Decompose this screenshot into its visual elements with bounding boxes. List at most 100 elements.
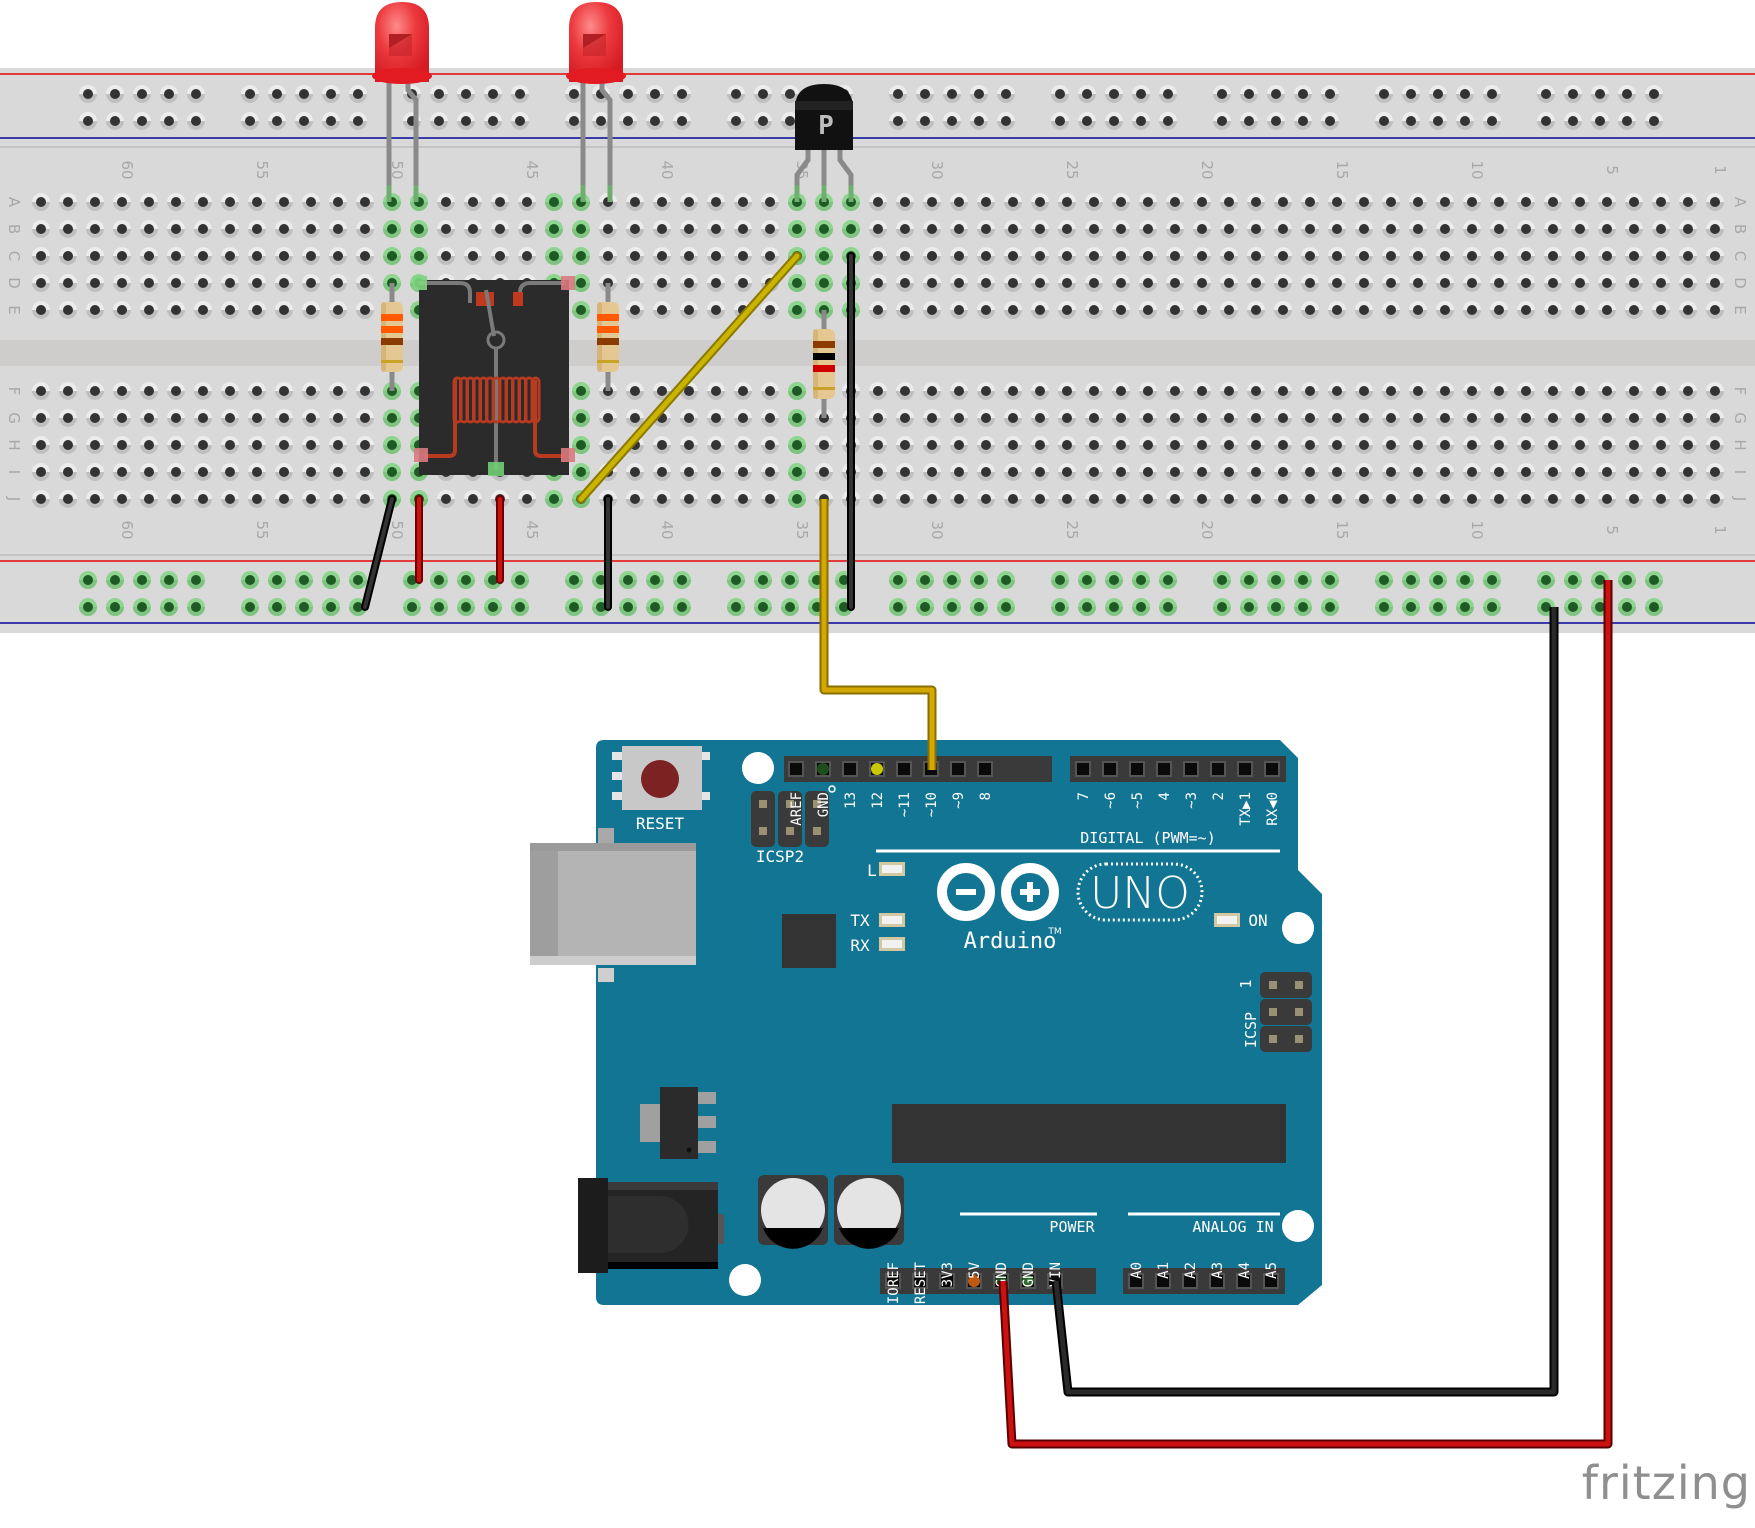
breadboard-hole[interactable] <box>565 571 583 589</box>
breadboard-hole[interactable] <box>140 490 158 508</box>
breadboard-hole[interactable] <box>761 220 779 238</box>
breadboard-hole[interactable] <box>916 85 934 103</box>
breadboard-hole[interactable] <box>889 598 907 616</box>
breadboard-hole[interactable] <box>302 409 320 427</box>
breadboard-hole[interactable] <box>32 409 50 427</box>
breadboard-hole[interactable] <box>106 598 124 616</box>
breadboard-hole[interactable] <box>977 409 995 427</box>
breadboard-hole[interactable] <box>59 382 77 400</box>
breadboard-hole[interactable] <box>997 571 1015 589</box>
breadboard-hole[interactable] <box>1679 463 1697 481</box>
breadboard-hole[interactable] <box>869 220 887 238</box>
breadboard-hole[interactable] <box>1085 220 1103 238</box>
breadboard-hole[interactable] <box>167 409 185 427</box>
breadboard-hole[interactable] <box>572 247 590 265</box>
breadboard-hole[interactable] <box>1004 301 1022 319</box>
breadboard-hole[interactable] <box>133 598 151 616</box>
breadboard-hole[interactable] <box>1652 220 1670 238</box>
breadboard-hole[interactable] <box>1679 409 1697 427</box>
breadboard-hole[interactable] <box>761 301 779 319</box>
breadboard-hole[interactable] <box>1544 490 1562 508</box>
breadboard-hole[interactable] <box>1058 382 1076 400</box>
breadboard-hole[interactable] <box>241 598 259 616</box>
breadboard-hole[interactable] <box>1240 112 1258 130</box>
breadboard-hole[interactable] <box>646 598 664 616</box>
header-pin-GND[interactable]: GND <box>815 761 832 817</box>
header-pin-6[interactable]: ~6 <box>1102 761 1119 809</box>
breadboard-hole[interactable] <box>1598 247 1616 265</box>
breadboard-hole[interactable] <box>1483 598 1501 616</box>
breadboard-hole[interactable] <box>1490 193 1508 211</box>
breadboard-hole[interactable] <box>1679 193 1697 211</box>
breadboard-hole[interactable] <box>599 247 617 265</box>
breadboard-hole[interactable] <box>1652 193 1670 211</box>
breadboard-hole[interactable] <box>1213 598 1231 616</box>
breadboard-hole[interactable] <box>1213 85 1231 103</box>
breadboard-hole[interactable] <box>1247 409 1265 427</box>
breadboard-hole[interactable] <box>923 274 941 292</box>
breadboard-hole[interactable] <box>1321 571 1339 589</box>
breadboard-hole[interactable] <box>869 301 887 319</box>
breadboard-hole[interactable] <box>1058 193 1076 211</box>
breadboard-hole[interactable] <box>1355 382 1373 400</box>
breadboard-hole[interactable] <box>1321 85 1339 103</box>
breadboard-hole[interactable] <box>248 463 266 481</box>
breadboard-hole[interactable] <box>1105 598 1123 616</box>
breadboard-hole[interactable] <box>1220 490 1238 508</box>
breadboard-hole[interactable] <box>1355 193 1373 211</box>
breadboard-hole[interactable] <box>1409 490 1427 508</box>
breadboard-hole[interactable] <box>1490 409 1508 427</box>
breadboard-hole[interactable] <box>1706 490 1724 508</box>
breadboard-hole[interactable] <box>194 463 212 481</box>
breadboard-hole[interactable] <box>1483 112 1501 130</box>
breadboard-hole[interactable] <box>1031 247 1049 265</box>
breadboard-hole[interactable] <box>1159 571 1177 589</box>
breadboard-hole[interactable] <box>1645 571 1663 589</box>
breadboard-hole[interactable] <box>1463 193 1481 211</box>
breadboard-hole[interactable] <box>1247 463 1265 481</box>
breadboard-hole[interactable] <box>1706 274 1724 292</box>
breadboard-hole[interactable] <box>592 85 610 103</box>
breadboard-hole[interactable] <box>599 409 617 427</box>
breadboard-hole[interactable] <box>673 112 691 130</box>
breadboard-hole[interactable] <box>970 598 988 616</box>
breadboard-hole[interactable] <box>241 85 259 103</box>
breadboard-hole[interactable] <box>1193 436 1211 454</box>
breadboard-hole[interactable] <box>1085 301 1103 319</box>
breadboard-hole[interactable] <box>626 301 644 319</box>
breadboard-hole[interactable] <box>977 490 995 508</box>
breadboard-hole[interactable] <box>1517 301 1535 319</box>
breadboard-hole[interactable] <box>599 436 617 454</box>
breadboard-hole[interactable] <box>1085 490 1103 508</box>
breadboard-hole[interactable] <box>869 382 887 400</box>
header-pin-A1[interactable]: A1 <box>1155 1262 1172 1289</box>
breadboard-hole[interactable] <box>329 274 347 292</box>
breadboard-hole[interactable] <box>1220 301 1238 319</box>
header-pin-RESET[interactable]: RESET <box>912 1261 929 1304</box>
breadboard-hole[interactable] <box>275 247 293 265</box>
breadboard-hole[interactable] <box>1490 247 1508 265</box>
breadboard-hole[interactable] <box>653 274 671 292</box>
breadboard-hole[interactable] <box>140 409 158 427</box>
breadboard-hole[interactable] <box>518 247 536 265</box>
breadboard-hole[interactable] <box>1591 112 1609 130</box>
breadboard-hole[interactable] <box>1564 112 1582 130</box>
breadboard-hole[interactable] <box>322 85 340 103</box>
breadboard-hole[interactable] <box>1544 247 1562 265</box>
breadboard-hole[interactable] <box>167 220 185 238</box>
breadboard-hole[interactable] <box>734 382 752 400</box>
breadboard-hole[interactable] <box>1571 463 1589 481</box>
breadboard-hole[interactable] <box>1004 436 1022 454</box>
breadboard-hole[interactable] <box>1247 193 1265 211</box>
breadboard-hole[interactable] <box>356 409 374 427</box>
breadboard-hole[interactable] <box>1571 274 1589 292</box>
breadboard-hole[interactable] <box>707 193 725 211</box>
breadboard-hole[interactable] <box>572 409 590 427</box>
breadboard-hole[interactable] <box>869 490 887 508</box>
breadboard-hole[interactable] <box>1274 301 1292 319</box>
breadboard-hole[interactable] <box>950 274 968 292</box>
breadboard-hole[interactable] <box>221 382 239 400</box>
breadboard-hole[interactable] <box>1679 274 1697 292</box>
breadboard-hole[interactable] <box>619 85 637 103</box>
breadboard-hole[interactable] <box>1490 382 1508 400</box>
